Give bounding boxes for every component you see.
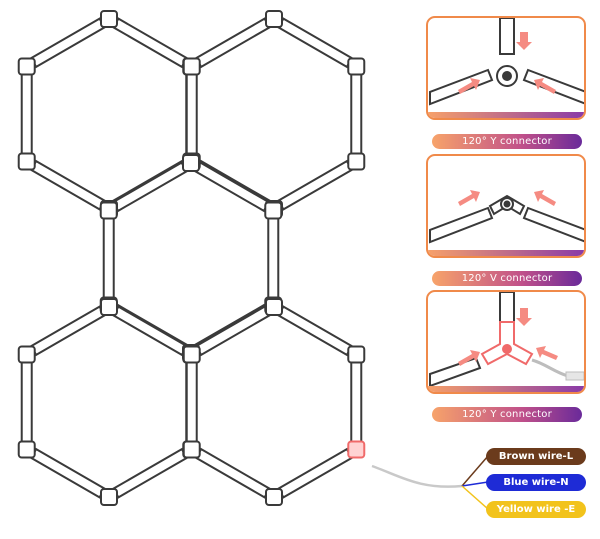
left-bar [429,356,482,388]
panel-caption-2: 120° V connector [432,271,582,286]
arrow-icon [458,32,556,94]
hexagon-bar [29,159,106,211]
yellow-lead [461,485,489,510]
hexagon-bar [20,73,33,155]
hexagon-connector [265,488,283,506]
hexagon-bar [102,217,115,299]
hexagon-connector [17,345,36,364]
hexagon-connector [182,345,201,364]
hexagon-bar [350,361,363,443]
vertical-bar [499,292,515,323]
hexagon-bar [29,305,106,357]
hexagon-bar [267,217,280,299]
hexagon-connector [265,298,283,316]
panel-caption-1: 120° Y connector [432,134,582,149]
hexagon-connector [17,440,36,459]
brown-wire-label: Brown wire-L [486,448,586,465]
right-bar [522,68,584,105]
panel-caption-3: 120° Y connector [432,407,582,422]
hexagon-connector [182,440,201,459]
y-connector-panel-top [426,16,586,120]
hexagon-bar [112,17,189,69]
hexagon-bar [194,305,271,357]
hexagon-bar [111,161,188,213]
vertical-bar [499,18,515,55]
power-wire [531,358,569,378]
hexagon-bar [277,159,354,211]
hexagon-connector [100,298,118,316]
hexagon-connector [99,201,118,220]
hexagon-connector [265,10,283,28]
hexagon-grid [17,10,366,506]
hexagon-bar [29,17,106,69]
hexagon-bar [277,305,354,357]
hexagon-connector [182,154,200,172]
hexagon-connector [347,152,366,171]
left-bar [429,206,494,244]
hexagon-bar [20,361,33,443]
hexagon-bar [194,161,271,213]
yellow-wire-label: Yellow wire -E [486,501,586,518]
blue-wire-label: Blue wire-N [486,474,586,491]
hexagon-connector [347,57,366,76]
arrow-icon [458,308,558,366]
v-connector-illustration [429,190,584,244]
hexagon-bar [112,305,189,357]
y-connector-panel-bottom [426,290,586,394]
blue-lead [461,481,489,487]
hexagon-bar [194,17,271,69]
hexagon-bar [185,73,198,155]
hexagon-bar [194,447,271,499]
y-connector-hub [480,321,534,366]
hexagon-bar [277,17,354,69]
hexagon-bar [350,73,363,155]
hexagon-connector [182,57,201,76]
hexagon-bar [29,447,106,499]
hexagon-bar [277,447,354,499]
hexagon-connector [347,345,366,364]
left-bar [429,68,494,106]
brown-lead [461,455,489,487]
hexagon-connector [17,57,36,76]
wire-plug [565,371,584,381]
hexagon-connector [100,488,118,506]
hexagon-connector [100,10,118,28]
y-connector-illustration [429,18,584,106]
hexagon-connector [17,152,36,171]
hexagon-connector [264,201,283,220]
hexagon-bar [185,361,198,443]
hexagon-bar [112,447,189,499]
y-connector-wired-illustration [429,292,584,388]
right-bar [522,206,584,243]
highlighted-connector [347,440,366,459]
v-connector-panel [426,154,586,258]
arrow-icon [458,190,556,206]
